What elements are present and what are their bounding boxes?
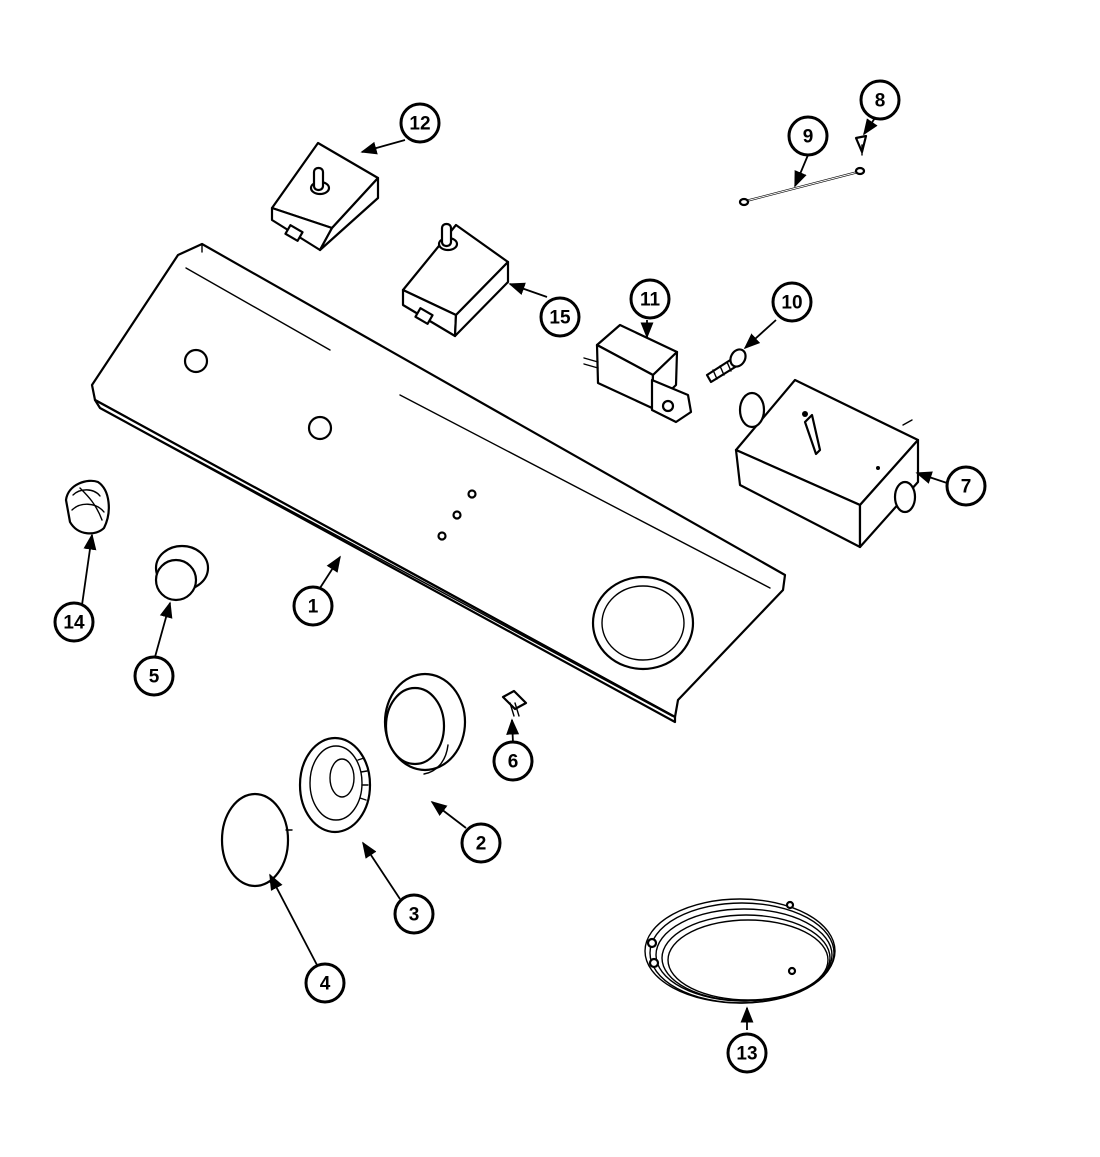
svg-text:9: 9 — [803, 127, 814, 148]
callout-10: 10 — [771, 281, 813, 323]
bezel-2 — [383, 672, 467, 775]
button-5 — [154, 544, 210, 602]
callout-4: 4 — [304, 962, 346, 1004]
leader-lines — [81, 117, 951, 1030]
svg-text:13: 13 — [736, 1044, 757, 1065]
callout-3: 3 — [393, 893, 435, 935]
relay-11 — [583, 323, 693, 424]
dial-3 — [298, 736, 372, 834]
svg-text:14: 14 — [63, 613, 85, 634]
screw-6 — [501, 689, 528, 717]
svg-text:7: 7 — [961, 477, 972, 498]
svg-text:1: 1 — [308, 597, 319, 618]
callout-11: 11 — [629, 278, 671, 320]
screw-10 — [705, 348, 747, 384]
svg-text:10: 10 — [781, 293, 802, 314]
timer-7 — [734, 378, 920, 549]
knob-14 — [64, 479, 110, 535]
callout-6: 6 — [492, 740, 534, 782]
callout-15: 15 — [539, 296, 581, 338]
wire-9 — [738, 166, 866, 207]
svg-text:15: 15 — [549, 308, 571, 329]
callout-2: 2 — [460, 822, 502, 864]
callout-14: 14 — [53, 601, 95, 643]
callout-13: 13 — [726, 1032, 768, 1074]
svg-text:4: 4 — [320, 974, 331, 995]
callout-12: 12 — [399, 102, 441, 144]
callout-1: 1 — [292, 585, 334, 627]
callouts: 1 2 3 4 5 6 7 8 — [53, 79, 987, 1074]
callout-5: 5 — [133, 655, 175, 697]
svg-text:2: 2 — [476, 834, 487, 855]
clip-8 — [854, 134, 868, 156]
switch-15 — [401, 222, 510, 338]
callout-9: 9 — [787, 115, 829, 157]
switch-12 — [270, 141, 380, 252]
svg-text:6: 6 — [508, 752, 519, 773]
lens-4 — [220, 792, 293, 888]
svg-text:12: 12 — [409, 114, 430, 135]
svg-text:11: 11 — [640, 290, 661, 311]
svg-text:8: 8 — [875, 91, 886, 112]
control-panel — [90, 242, 787, 724]
callout-8: 8 — [859, 79, 901, 121]
svg-text:3: 3 — [409, 905, 420, 926]
harness-13 — [644, 898, 836, 1004]
callout-7: 7 — [945, 465, 987, 507]
svg-text:5: 5 — [149, 667, 160, 688]
